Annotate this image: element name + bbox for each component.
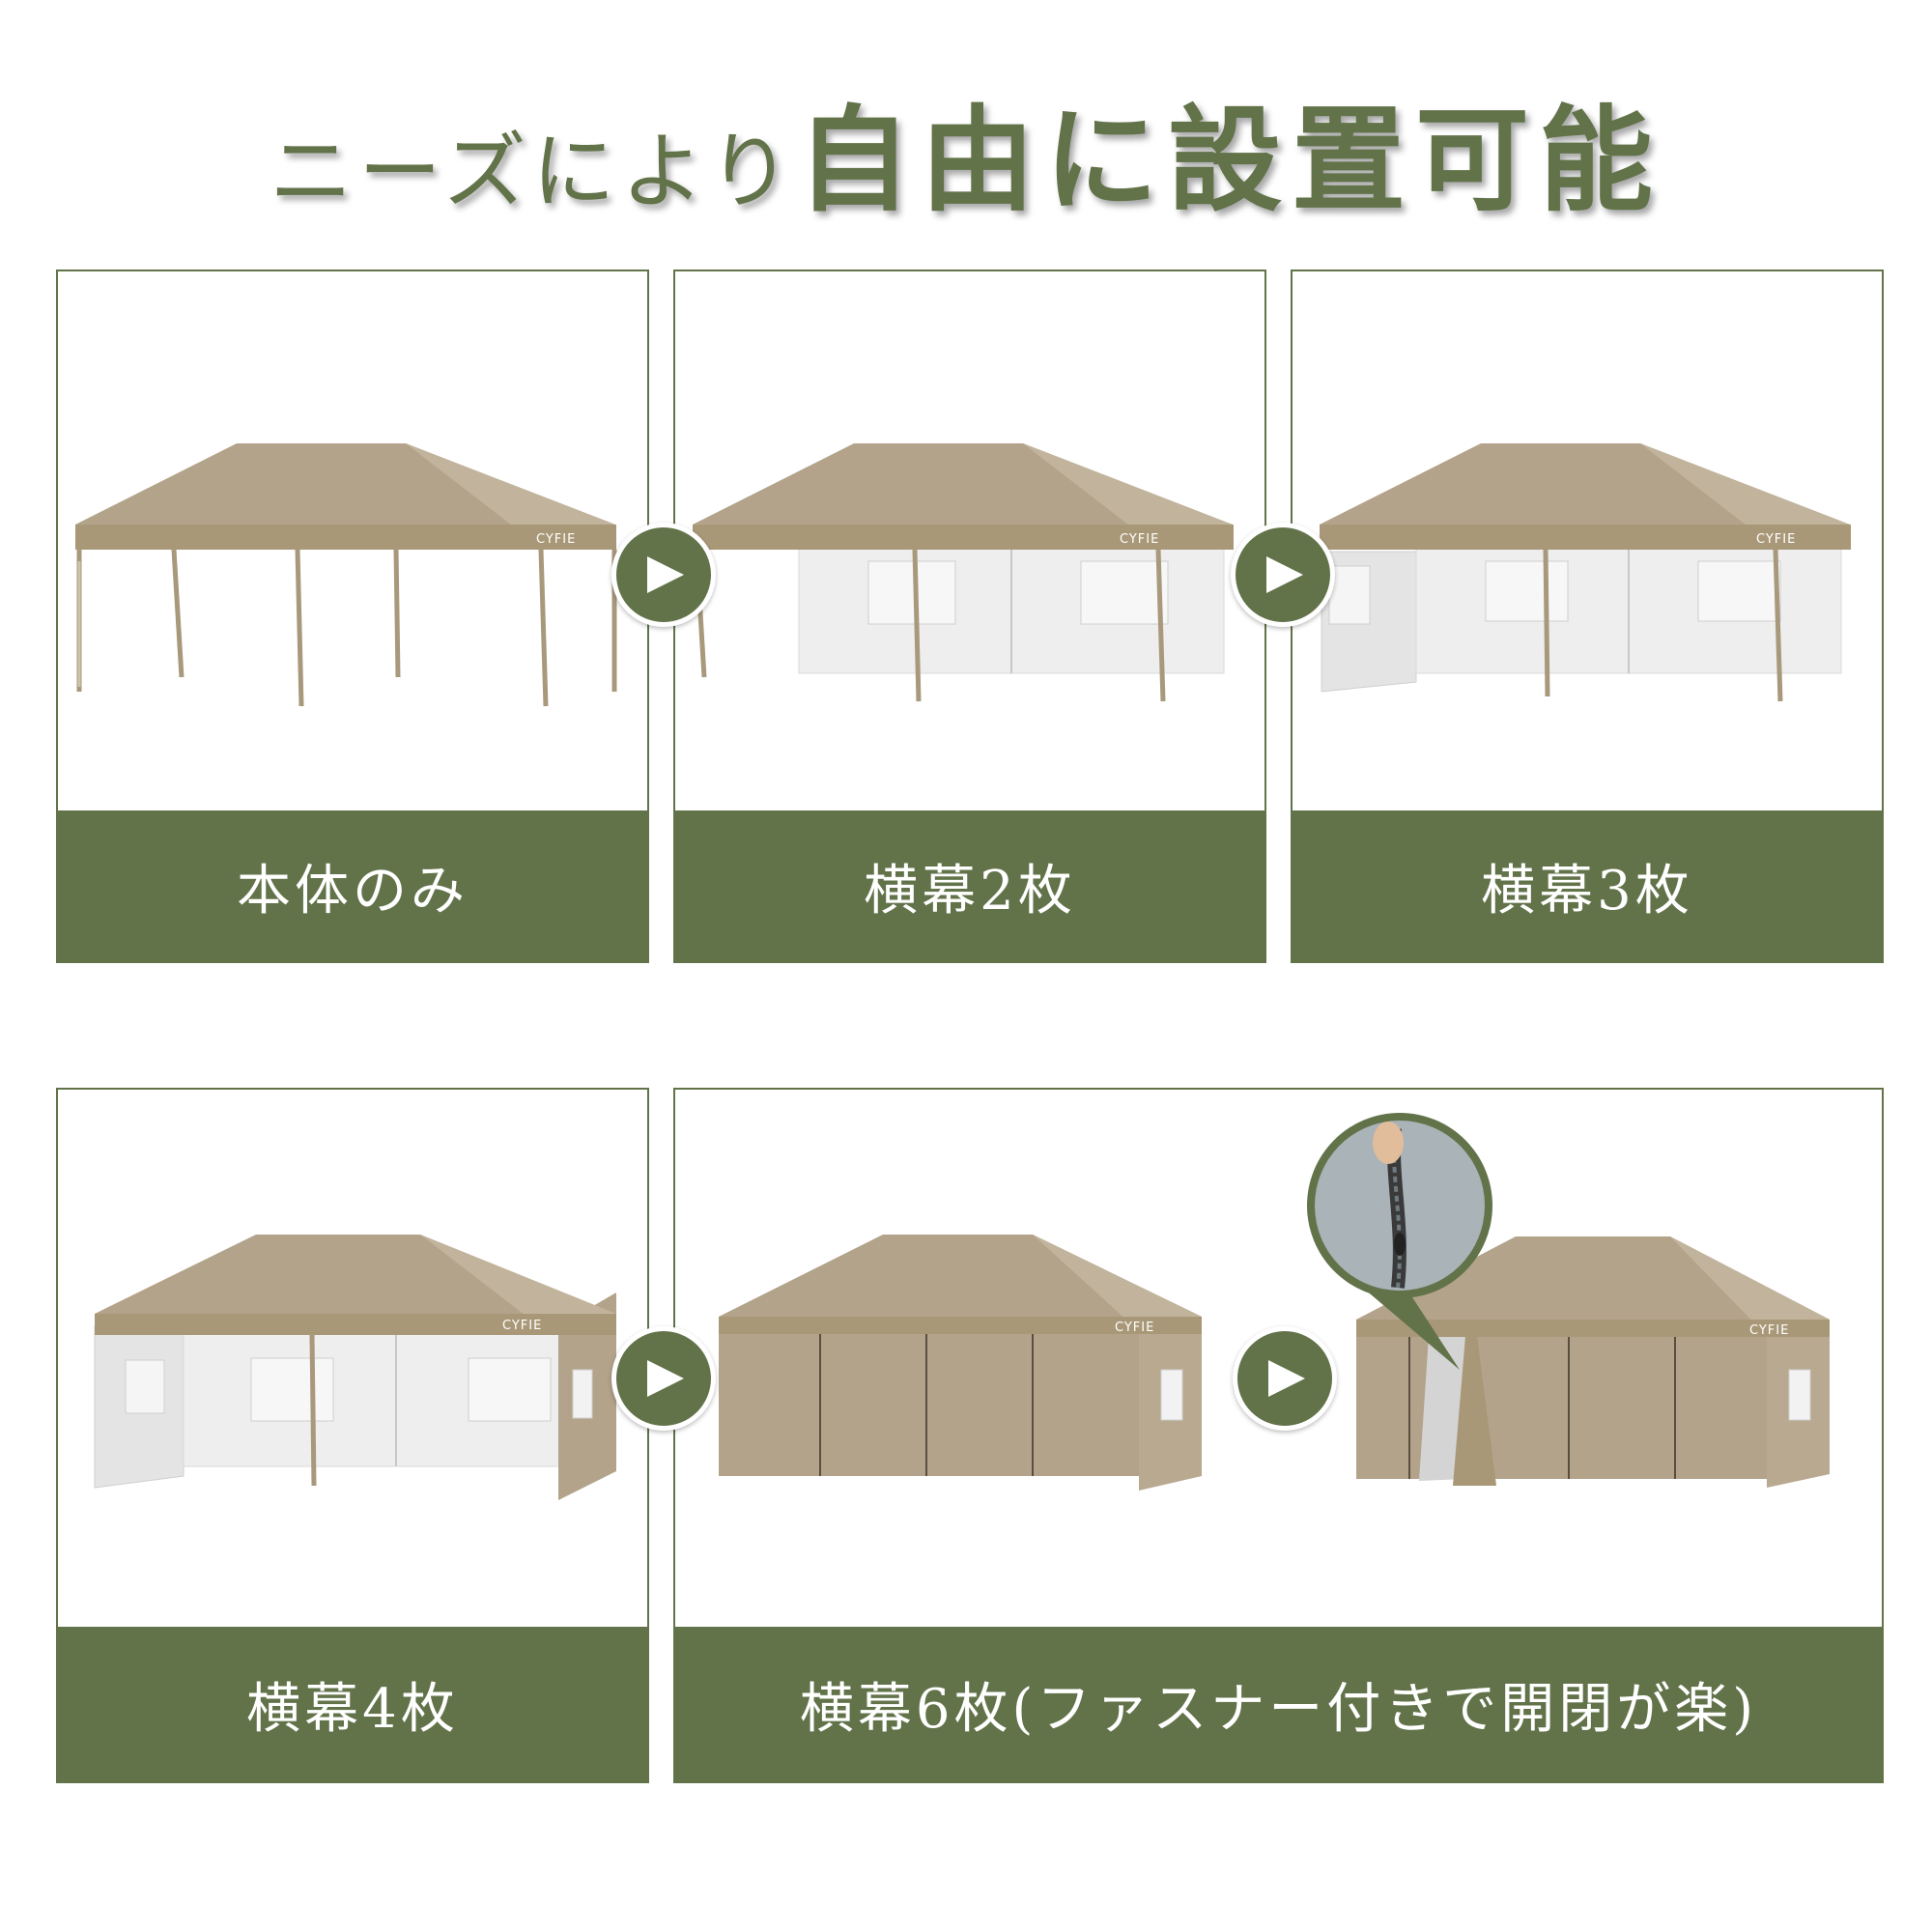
brand-label: CYFIE (536, 532, 576, 547)
brand-label: CYFIE (1120, 532, 1159, 547)
play-arrow-icon (647, 556, 684, 593)
brand-label: CYFIE (1115, 1321, 1154, 1335)
brand-label: CYFIE (502, 1319, 542, 1333)
tent-image-frame-only: CYFIE (58, 271, 647, 812)
caption-three-walls: 横幕3枚 (1293, 810, 1882, 961)
panel-frame-only: CYFIE 本体のみ (56, 270, 649, 963)
play-arrow-icon (1266, 556, 1303, 593)
step-arrow-4 (1233, 1326, 1337, 1431)
panel-six-walls: CYFIE CYFIE (673, 1088, 1884, 1783)
panel-four-walls: CYFIE 横幕4枚 (56, 1088, 649, 1783)
step-arrow-3 (611, 1326, 716, 1431)
play-arrow-icon (1268, 1360, 1305, 1397)
play-arrow-icon (647, 1360, 684, 1397)
caption-two-walls: 横幕2枚 (675, 810, 1264, 961)
caption-six-walls: 横幕6枚(ファスナー付きで開閉が楽) (675, 1627, 1882, 1781)
tent-image-four-walls: CYFIE (58, 1090, 647, 1631)
caption-four-walls: 横幕4枚 (58, 1627, 647, 1781)
panel-two-walls: CYFIE 横幕2枚 (673, 270, 1266, 963)
title-part-2: 自由に設置可能 (796, 93, 1662, 227)
tent-image-six-walls: CYFIE CYFIE (675, 1090, 1882, 1631)
tent-image-two-walls: CYFIE (675, 271, 1264, 812)
brand-label: CYFIE (1749, 1323, 1789, 1338)
caption-frame-only: 本体のみ (58, 810, 647, 961)
step-arrow-1 (611, 523, 716, 627)
step-arrow-2 (1231, 523, 1335, 627)
page-title: ニーズにより自由に設置可能 (0, 68, 1932, 227)
tent-image-three-walls: CYFIE (1293, 271, 1882, 812)
panel-three-walls: CYFIE 横幕3枚 (1291, 270, 1884, 963)
brand-label: CYFIE (1756, 532, 1796, 547)
title-part-1: ニーズにより (270, 124, 797, 220)
zipper-closeup-icon (1307, 1113, 1492, 1370)
